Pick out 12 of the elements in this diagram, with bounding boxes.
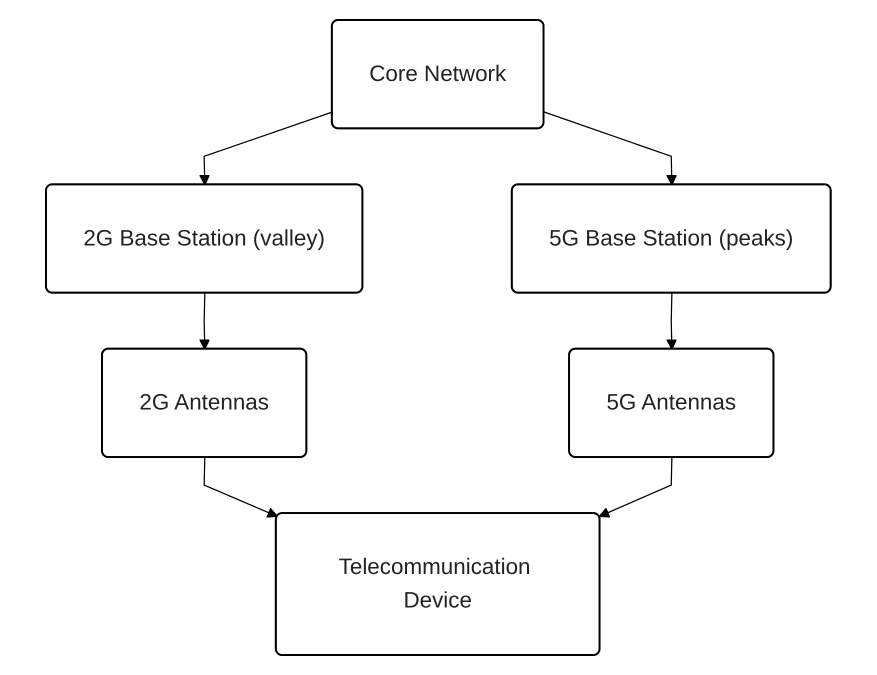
process-box: 2G Antennas [101,348,308,458]
process-box: Telecommunication Device [275,512,601,656]
arrow [199,111,333,186]
arrow [666,293,678,350]
arrow [544,111,678,186]
process-box: Core Network [331,19,545,130]
process-box: 5G Antennas [568,348,774,458]
arrow [199,293,210,350]
process-box: 2G Base Station (valley) [45,183,364,294]
process-box: 5G Base Station (peaks) [511,183,832,294]
arrow [204,458,278,518]
arrow [598,458,673,518]
